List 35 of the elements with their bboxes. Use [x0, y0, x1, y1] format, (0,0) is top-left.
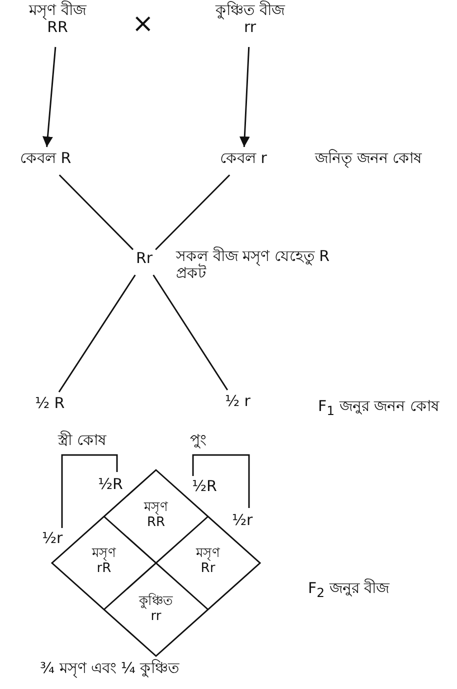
gamete-group-label: পুং: [190, 432, 207, 450]
row-label: জনিতৃ জনন কোষ: [315, 150, 423, 168]
note-text: সকল বীজ মসৃণ যেহেতু R প্রকট: [176, 248, 330, 282]
genotype: RR: [47, 19, 68, 36]
row-label: F$_{2}$ জনুর বীজ: [308, 580, 391, 600]
genotype-label: rr: [150, 610, 162, 625]
gamete-label: ½ r: [225, 393, 250, 419]
gamete-label: ½R: [98, 476, 123, 494]
genotype-label: rR: [96, 562, 112, 577]
result-text: ¾ মসৃণ এবং ¼ কুঞ্চিত: [40, 660, 180, 678]
phenotype-label: মসৃণ: [144, 501, 168, 516]
cross-sign: ×: [132, 10, 154, 40]
gamete-label: কেবল R: [20, 150, 72, 172]
gamete-label: ½r: [42, 530, 63, 548]
gamete-label: ½R: [192, 478, 217, 496]
arrow: [239, 46, 250, 148]
arrow: [42, 46, 56, 148]
gamete-group-label: স্ত্রী কোষ: [58, 432, 108, 450]
gamete-label: ½ R: [35, 395, 65, 417]
genotype: rr: [244, 19, 256, 36]
seed-type: মসৃণ বীজ: [29, 2, 86, 20]
phenotype-label: মসৃণ: [196, 547, 220, 562]
phenotype-label: মসৃণ: [92, 547, 116, 562]
connector-line: [155, 174, 230, 250]
phenotype-label: কুঞ্চিত: [139, 595, 173, 610]
connector-line: [152, 274, 228, 390]
connector-line: [58, 174, 134, 250]
row-label: F$_{1}$ জনুর জনন কোষ: [318, 398, 440, 418]
gamete-label: ½r: [232, 512, 253, 530]
gamete-label: কেবল r: [220, 150, 267, 172]
connector-line: [58, 274, 136, 392]
seed-type: কুঞ্চিত বীজ: [216, 2, 284, 20]
genotype-label: RR: [146, 516, 166, 531]
genotype-label: Rr: [200, 562, 216, 577]
genotype: Rr: [136, 250, 153, 272]
